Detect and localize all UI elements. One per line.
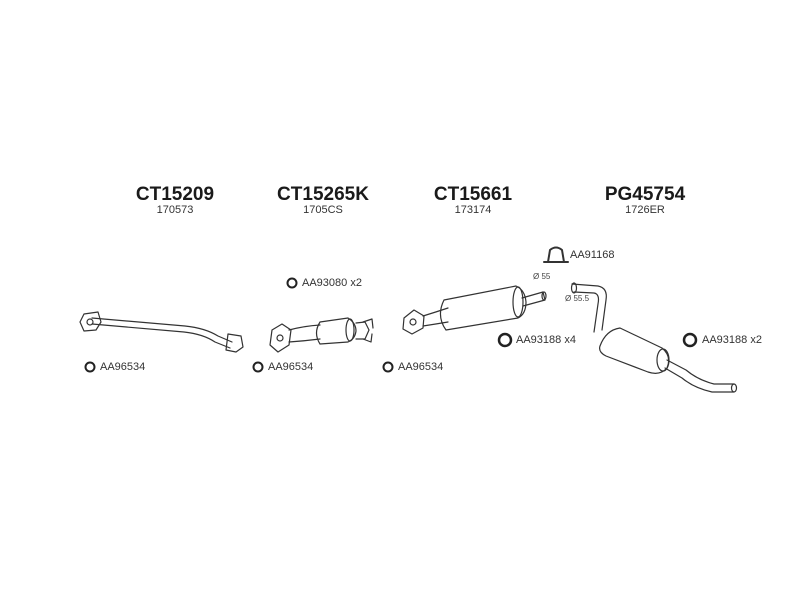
- ring-icon: [682, 332, 698, 348]
- part-label-ring-mid-x4: AA93188 x4: [516, 334, 576, 346]
- rear-silencer: [570, 282, 738, 393]
- group-code-ct15209: CT15209: [135, 184, 215, 205]
- ring-icon: [252, 361, 264, 373]
- group-code-ct15265k: CT15265K: [277, 184, 369, 205]
- group-code-pg45754: PG45754: [604, 184, 686, 205]
- dimension-label-55-5: Ø 55.5: [565, 294, 590, 303]
- group-code-ct15661: CT15661: [433, 184, 513, 205]
- part-label-ring-cat-top: AA93080 x2: [302, 277, 362, 289]
- part-label-ring-front: AA96534: [100, 361, 146, 373]
- group-ref-1726er: 1726ER: [625, 204, 665, 216]
- part-label-clamp: AA91168: [570, 249, 615, 261]
- part-label-ring-rear-x2: AA93188 x2: [702, 334, 762, 346]
- group-ref-173174: 173174: [454, 204, 492, 216]
- catalytic-converter: [269, 317, 374, 353]
- clamp-icon: [543, 246, 569, 263]
- ring-icon: [497, 332, 513, 348]
- group-ref-1705cs: 1705CS: [303, 204, 343, 216]
- front-pipe: [79, 311, 244, 353]
- part-label-ring-mid: AA96534: [398, 361, 444, 373]
- group-ref-170573: 170573: [156, 204, 194, 216]
- ring-icon: [286, 277, 298, 289]
- middle-silencer: [402, 285, 547, 335]
- ring-icon: [382, 361, 394, 373]
- dimension-label-55: Ø 55: [533, 272, 551, 281]
- ring-icon: [84, 361, 96, 373]
- part-label-ring-cat: AA96534: [268, 361, 314, 373]
